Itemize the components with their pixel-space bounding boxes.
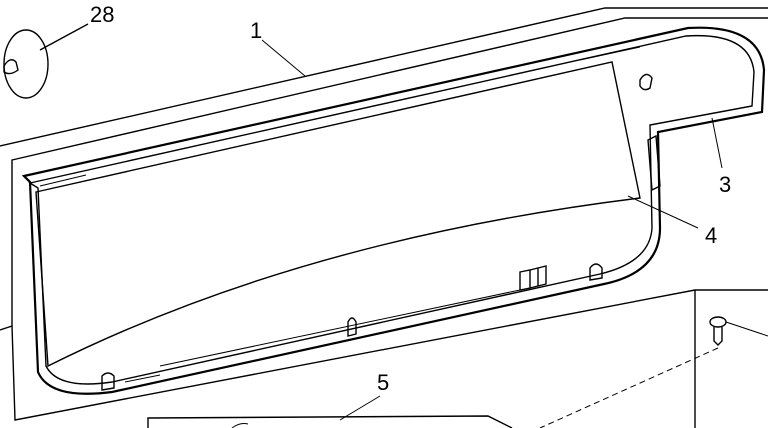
sheet-part-4	[35, 61, 641, 368]
callout-1: 1	[250, 18, 262, 43]
frame-part-3	[21, 26, 766, 395]
callout-28: 28	[90, 2, 114, 27]
callout-5: 5	[377, 370, 389, 395]
leader-lines	[261, 39, 723, 421]
knob-part-28	[3, 23, 89, 99]
screw	[539, 316, 768, 428]
background-plate	[0, 7, 768, 428]
callout-3: 3	[719, 172, 731, 197]
callout-4: 4	[705, 223, 717, 248]
part-5-outline	[147, 415, 513, 428]
